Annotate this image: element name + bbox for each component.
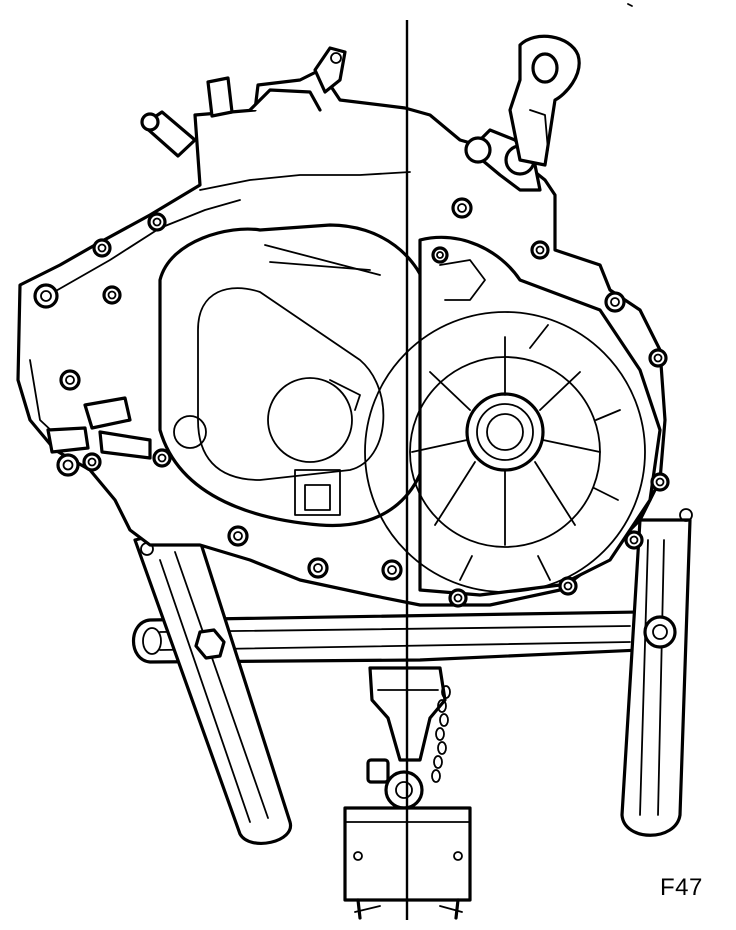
support-crossbar — [131, 610, 650, 664]
housing-bolts — [33, 197, 670, 608]
bell-housing — [364, 235, 662, 597]
right-support-arm — [620, 508, 693, 837]
lifting-chain — [431, 685, 451, 783]
side-plugs — [46, 396, 152, 460]
selector-lever — [508, 34, 581, 167]
figure-code-label: F47 — [660, 874, 703, 901]
corner-mark — [627, 3, 633, 7]
left-gear-cover — [158, 223, 432, 528]
